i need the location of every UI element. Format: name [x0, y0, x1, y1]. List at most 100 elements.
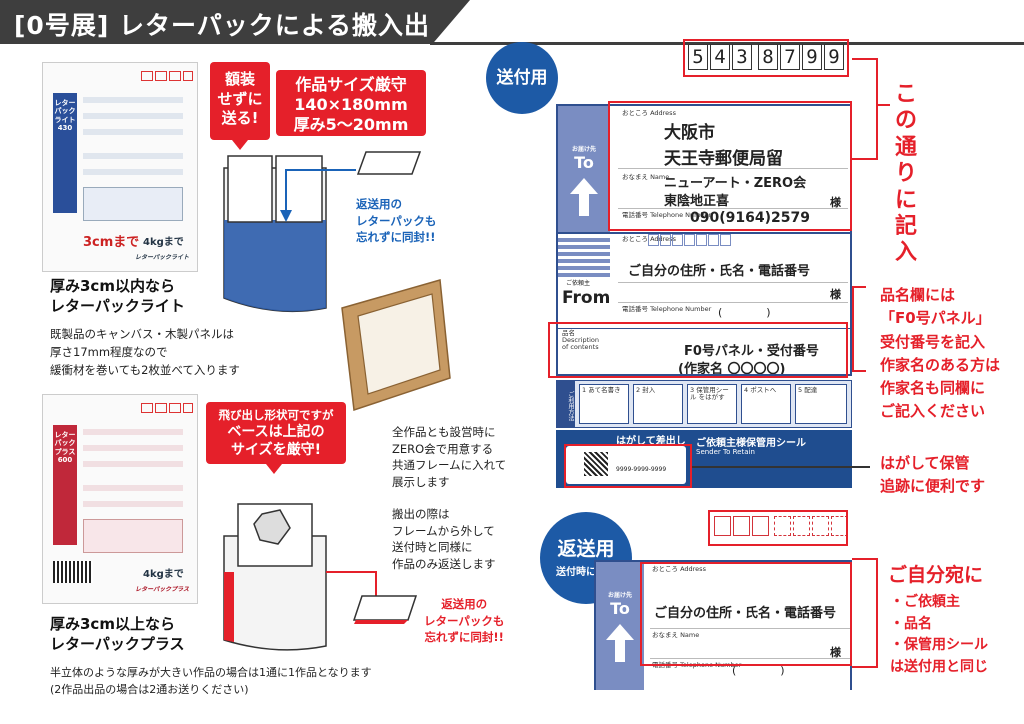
light-note-line: 厚さ17mm程度なので — [50, 344, 168, 359]
plus-note: 半立体のような厚みが大きい作品の場合は1通に1作品となります (2作品出品の場合… — [50, 664, 372, 698]
up-arrow-icon — [570, 178, 598, 194]
pack-row — [83, 113, 183, 119]
page-title: [0号展] レターパックによる搬入出 — [14, 11, 430, 40]
to-small-label: お届け先 — [607, 592, 632, 599]
form-line — [650, 658, 850, 659]
usage-step-label: 3 保管用シール をはがす — [690, 386, 729, 402]
size-rule-line: 厚み5〜20mm — [293, 115, 409, 134]
to-small-label: お届け先 — [571, 146, 596, 153]
usage-step: 1 あて名書き — [579, 384, 629, 424]
relief-object — [253, 509, 291, 545]
return-pack-line: レターパックも — [356, 213, 437, 228]
stamp-box — [155, 71, 167, 81]
return-pack-card-edge — [354, 620, 408, 624]
leader-line — [852, 370, 866, 372]
usage-step: 5 配達 — [795, 384, 847, 424]
common-frame-illustration — [341, 279, 451, 412]
contents-rule-line: 「F0号パネル」 — [880, 309, 991, 328]
panel-1 — [227, 155, 273, 223]
form-line — [618, 168, 848, 169]
pack-light-thickness: 3cmまで — [83, 235, 140, 250]
leader-line — [852, 558, 878, 560]
usage-steps: ご利用方法 1 あて名書き 2 封入 3 保管用シール をはがす 4 ポストへ … — [556, 380, 852, 428]
light-caption-line: レターパックライト — [50, 297, 185, 316]
light-caption: 厚み3cm以内なら レターパックライト — [50, 276, 185, 317]
sender-seal-en: Sender To Retain — [696, 448, 755, 456]
to-label: To — [610, 599, 630, 618]
return-pack-line: レターパックも — [424, 613, 505, 628]
postal-box — [752, 516, 769, 536]
pack-row — [83, 129, 183, 135]
contents-rule-line: 受付番号を記入 — [880, 332, 986, 351]
return-pack-line: 忘れずに同封!! — [356, 230, 436, 245]
stamp-box — [141, 403, 153, 413]
usage-step-label: 2 封入 — [636, 386, 656, 394]
contents-rule-line: ご記入ください — [880, 402, 986, 421]
form-line — [618, 302, 848, 303]
pack-plus-band: レターパック プラス 600 — [53, 425, 77, 545]
protrude-line: ベースは上記の — [227, 423, 325, 440]
from-label: From — [562, 288, 611, 308]
sama-suffix: 様 — [830, 646, 841, 659]
from-small-label: ご依頼主 — [566, 280, 591, 287]
up-arrow-icon — [606, 624, 634, 640]
return-pack-card — [356, 151, 422, 175]
to-side-band: お届け先 To — [596, 562, 644, 690]
postal-digit: 5 — [688, 44, 708, 70]
barcode-number: 9999-9999-9999 — [616, 466, 667, 473]
no-frame-line: せずに — [217, 89, 263, 108]
pack-light-band: レターパック ライト 430 — [53, 93, 77, 213]
pack-instruction-area — [83, 187, 183, 221]
from-postal-boxes — [648, 234, 731, 246]
name-line-2: 東陰地正喜 — [664, 194, 730, 209]
form-line — [618, 282, 848, 283]
seal-sticker: 9999-9999-9999 — [566, 446, 686, 484]
usage-side-label: ご利用方法 — [557, 381, 575, 427]
sama-suffix: 様 — [830, 196, 841, 209]
seal-rule-line: はがして保管 — [880, 454, 970, 472]
return-note-title: ご自分宛に — [888, 564, 984, 586]
no-frame-callout: 額装 せずに 送る! — [210, 62, 270, 140]
stamp-box — [183, 403, 193, 413]
frame-note: 全作品とも設営時に ZERO会で用意する 共通フレームに入れて 展示します — [392, 424, 506, 491]
address-small-label: おところ Address — [652, 565, 706, 573]
form-divider — [558, 232, 850, 234]
postal-digit: 7 — [780, 44, 800, 70]
tel-small-label: 電話番号 Telephone Number — [622, 305, 712, 313]
pack-instruction-area — [83, 519, 183, 553]
callout-pointer — [266, 464, 282, 474]
pack-row — [83, 429, 183, 435]
frame-note-line: ZERO会で用意する — [392, 441, 494, 456]
postal-box — [648, 234, 659, 246]
usage-step-label: 1 あて名書き — [582, 386, 621, 394]
no-frame-line: 額装 — [224, 70, 255, 88]
seal-highlight — [564, 444, 692, 488]
letterpack-light-image: レターパック ライト 430 3cmまで 4kgまで レターパックライト — [42, 62, 198, 272]
from-value: ご自分の住所・氏名・電話番号 — [628, 264, 811, 279]
name-line-1: ニューアート・ZERO会 — [664, 176, 807, 191]
tel-placeholder: ( ) — [718, 306, 771, 319]
return-note-line: 送付時と同様に — [392, 540, 473, 555]
light-note: 既製品のキャンバス・木製パネルは 厚さ17mm程度なので 緩衝材を巻いても2枚並… — [50, 326, 240, 379]
envelope-red-edge — [224, 572, 234, 642]
plus-note-line: 半立体のような厚みが大きい作品の場合は1通に1作品となります — [50, 666, 372, 679]
postal-digit: 8 — [758, 44, 778, 70]
stamp-box — [169, 71, 181, 81]
leader-line — [852, 666, 878, 668]
leader-line — [876, 104, 890, 106]
size-rule-line: 140×180mm — [294, 95, 408, 114]
seal-rule-line: 追跡に便利です — [880, 477, 986, 496]
form-line — [618, 208, 848, 209]
to-label: To — [574, 153, 594, 172]
postal-highlight — [683, 39, 849, 77]
return-badge-sub: 送付時に同封 — [556, 567, 616, 578]
pack-row — [83, 445, 183, 451]
postal-digit: 3 — [732, 44, 752, 70]
tel-value: 090(9164)2579 — [690, 210, 810, 226]
pack-row — [83, 153, 183, 159]
plus-caption-line: レターパックプラス — [50, 635, 185, 654]
plus-caption-line: 厚み3cm以上なら — [50, 615, 175, 633]
leader-line — [852, 286, 866, 288]
return-pack-line: 忘れずに同封!! — [424, 630, 504, 645]
postal-box — [696, 234, 707, 246]
